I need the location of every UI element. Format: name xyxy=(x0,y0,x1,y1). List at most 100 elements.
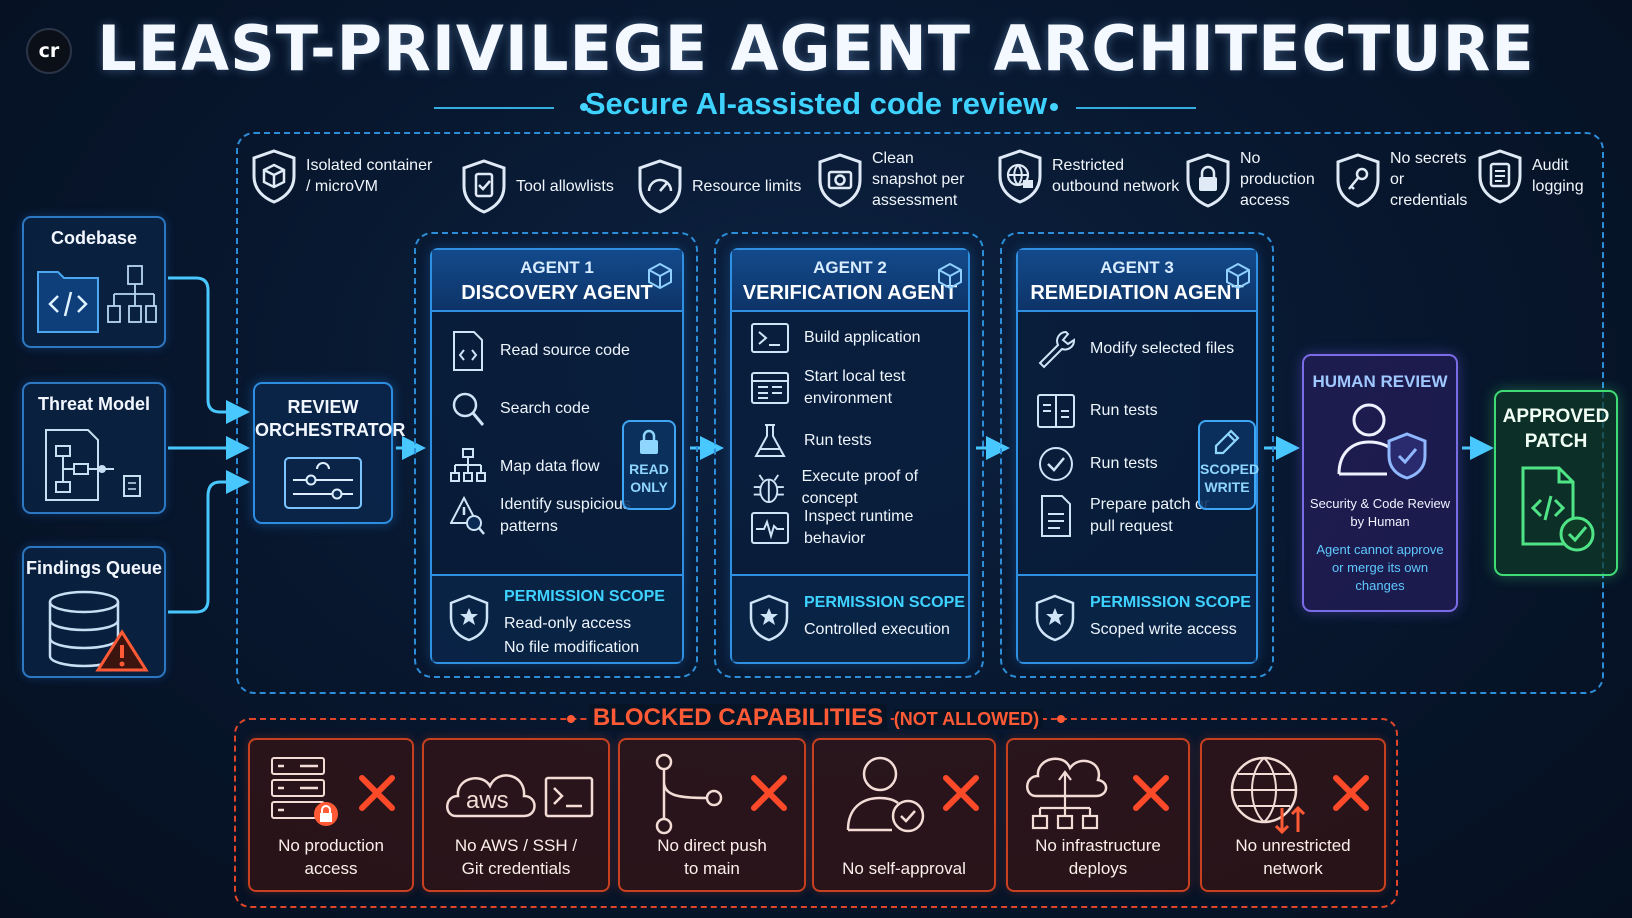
lock-icon xyxy=(640,429,658,454)
agent-title: VERIFICATION AGENT xyxy=(742,282,958,304)
control-label: No secrets or credentials xyxy=(1390,150,1468,209)
runtime-monitor-icon xyxy=(751,512,789,544)
control-label: No production access xyxy=(1240,150,1315,209)
user-check-icon xyxy=(846,756,925,833)
blocked-capabilities-title: BLOCKED CAPABILITIES (NOT ALLOWED) xyxy=(0,704,1632,732)
agent-task: Prepare patch or pull request xyxy=(1036,494,1236,538)
agent-1-boundary xyxy=(414,232,698,678)
agent-task: Execute proof of concept xyxy=(750,466,968,510)
subtitle-decoration-left xyxy=(434,107,554,109)
document-icon xyxy=(1041,495,1071,537)
cube-icon xyxy=(1226,262,1250,290)
approved-code-file-icon xyxy=(1521,466,1595,552)
agent-title: DISCOVERY AGENT xyxy=(461,282,653,304)
gauge-shield-icon xyxy=(638,159,682,214)
data-flow-icon xyxy=(450,448,486,482)
cube-icon xyxy=(938,262,962,290)
agent-header: AGENT 3 REMEDIATION AGENT xyxy=(1018,250,1256,312)
discovery-agent-card: AGENT 1 DISCOVERY AGENT Read source code… xyxy=(430,248,684,664)
aws-terminal-icon: aws xyxy=(446,774,594,818)
shield-icon xyxy=(749,594,789,642)
remediation-agent-card: AGENT 3 REMEDIATION AGENT Modify selecte… xyxy=(1016,248,1259,664)
user-shield-icon xyxy=(1337,403,1427,480)
orchestrator-label: ORCHESTRATOR xyxy=(255,420,406,440)
orchestrator-label: REVIEW xyxy=(287,397,359,417)
bug-icon xyxy=(753,474,784,504)
orchestrator-sliders-icon xyxy=(284,457,362,509)
agent-title: REMEDIATION AGENT xyxy=(1030,282,1244,304)
database-warning-icon xyxy=(48,590,149,672)
shield-icon xyxy=(449,594,489,642)
warning-search-icon xyxy=(450,495,485,535)
permission-scope: PERMISSION SCOPE Controlled execution xyxy=(732,574,968,662)
control-audit-logging: Audit logging xyxy=(1476,148,1588,204)
agent-3-boundary xyxy=(1000,232,1274,678)
agent-task: Map data flow xyxy=(450,446,600,488)
control-label: Audit logging xyxy=(1532,157,1584,195)
split-view-icon xyxy=(1037,394,1075,428)
agent-number: AGENT 2 xyxy=(813,258,887,277)
agent-task: Start local test environment xyxy=(750,366,950,410)
control-isolated-container: Isolated container / microVM xyxy=(250,148,436,204)
subtitle-dot-left xyxy=(580,103,588,111)
blocked-x-icon xyxy=(1333,775,1369,811)
control-no-production-access: No production access xyxy=(1184,148,1328,211)
agent-task: Run tests xyxy=(750,422,872,460)
terminal-icon xyxy=(751,323,789,353)
control-no-secrets: No secrets or credentials xyxy=(1334,148,1474,211)
review-orchestrator: REVIEW ORCHESTRATOR xyxy=(253,382,405,524)
verification-agent-card: AGENT 2 VERIFICATION AGENT Build applica… xyxy=(730,248,970,664)
control-restricted-network: Restricted outbound network xyxy=(996,148,1180,204)
git-branch-icon xyxy=(655,753,723,835)
log-shield-icon xyxy=(1478,149,1522,204)
cube-icon xyxy=(648,262,672,290)
blocked-title-dot xyxy=(566,714,575,723)
flask-icon xyxy=(754,424,786,457)
server-lock-icon xyxy=(271,757,338,826)
human-review-title: HUMAN REVIEW xyxy=(1312,372,1448,391)
input-label: Codebase xyxy=(50,228,138,248)
camera-shield-icon xyxy=(818,152,862,208)
wrench-icon xyxy=(1038,330,1075,369)
agent-2-boundary xyxy=(714,232,984,678)
page-title: LEAST-PRIVILEGE AGENT ARCHITECTURE xyxy=(97,12,1535,85)
shield-icon xyxy=(1035,594,1075,642)
input-findings-queue: Findings Queue xyxy=(22,546,166,678)
agent-number: AGENT 1 xyxy=(520,258,594,277)
check-circle-icon xyxy=(1039,447,1073,481)
control-resource-limits: Resource limits xyxy=(636,158,801,214)
cloud-network-icon xyxy=(1026,757,1108,830)
search-icon xyxy=(452,392,485,426)
lock-shield-icon xyxy=(1186,152,1230,208)
approved-label: APPROVED xyxy=(1502,406,1610,427)
blocked-x-icon xyxy=(943,775,979,811)
globe-arrows-icon xyxy=(1230,756,1306,835)
brand-logo: cr xyxy=(26,28,72,74)
input-label: Threat Model xyxy=(37,394,150,414)
svg-text:aws: aws xyxy=(466,787,509,814)
blocked-title-dot xyxy=(1057,714,1066,723)
agent-task: Run tests xyxy=(1036,392,1158,430)
subtitle-dot-right xyxy=(1050,103,1058,111)
pencil-icon xyxy=(1214,429,1240,455)
input-codebase: Codebase xyxy=(22,216,166,348)
agent-task: Run tests xyxy=(1036,444,1158,484)
agent-task: Inspect runtime behavior xyxy=(750,506,950,550)
control-label: Tool allowlists xyxy=(516,177,614,195)
page-subtitle: Secure AI-assisted code review xyxy=(584,86,1048,121)
control-label: Isolated container / microVM xyxy=(306,157,433,195)
agent-task: Search code xyxy=(450,388,590,430)
agent-task: Build application xyxy=(750,320,921,356)
code-file-icon xyxy=(453,331,483,371)
blocked-x-icon xyxy=(751,775,787,811)
control-clean-snapshot: Clean snapshot per assessment xyxy=(816,148,982,211)
subtitle-decoration-right xyxy=(1076,107,1196,109)
